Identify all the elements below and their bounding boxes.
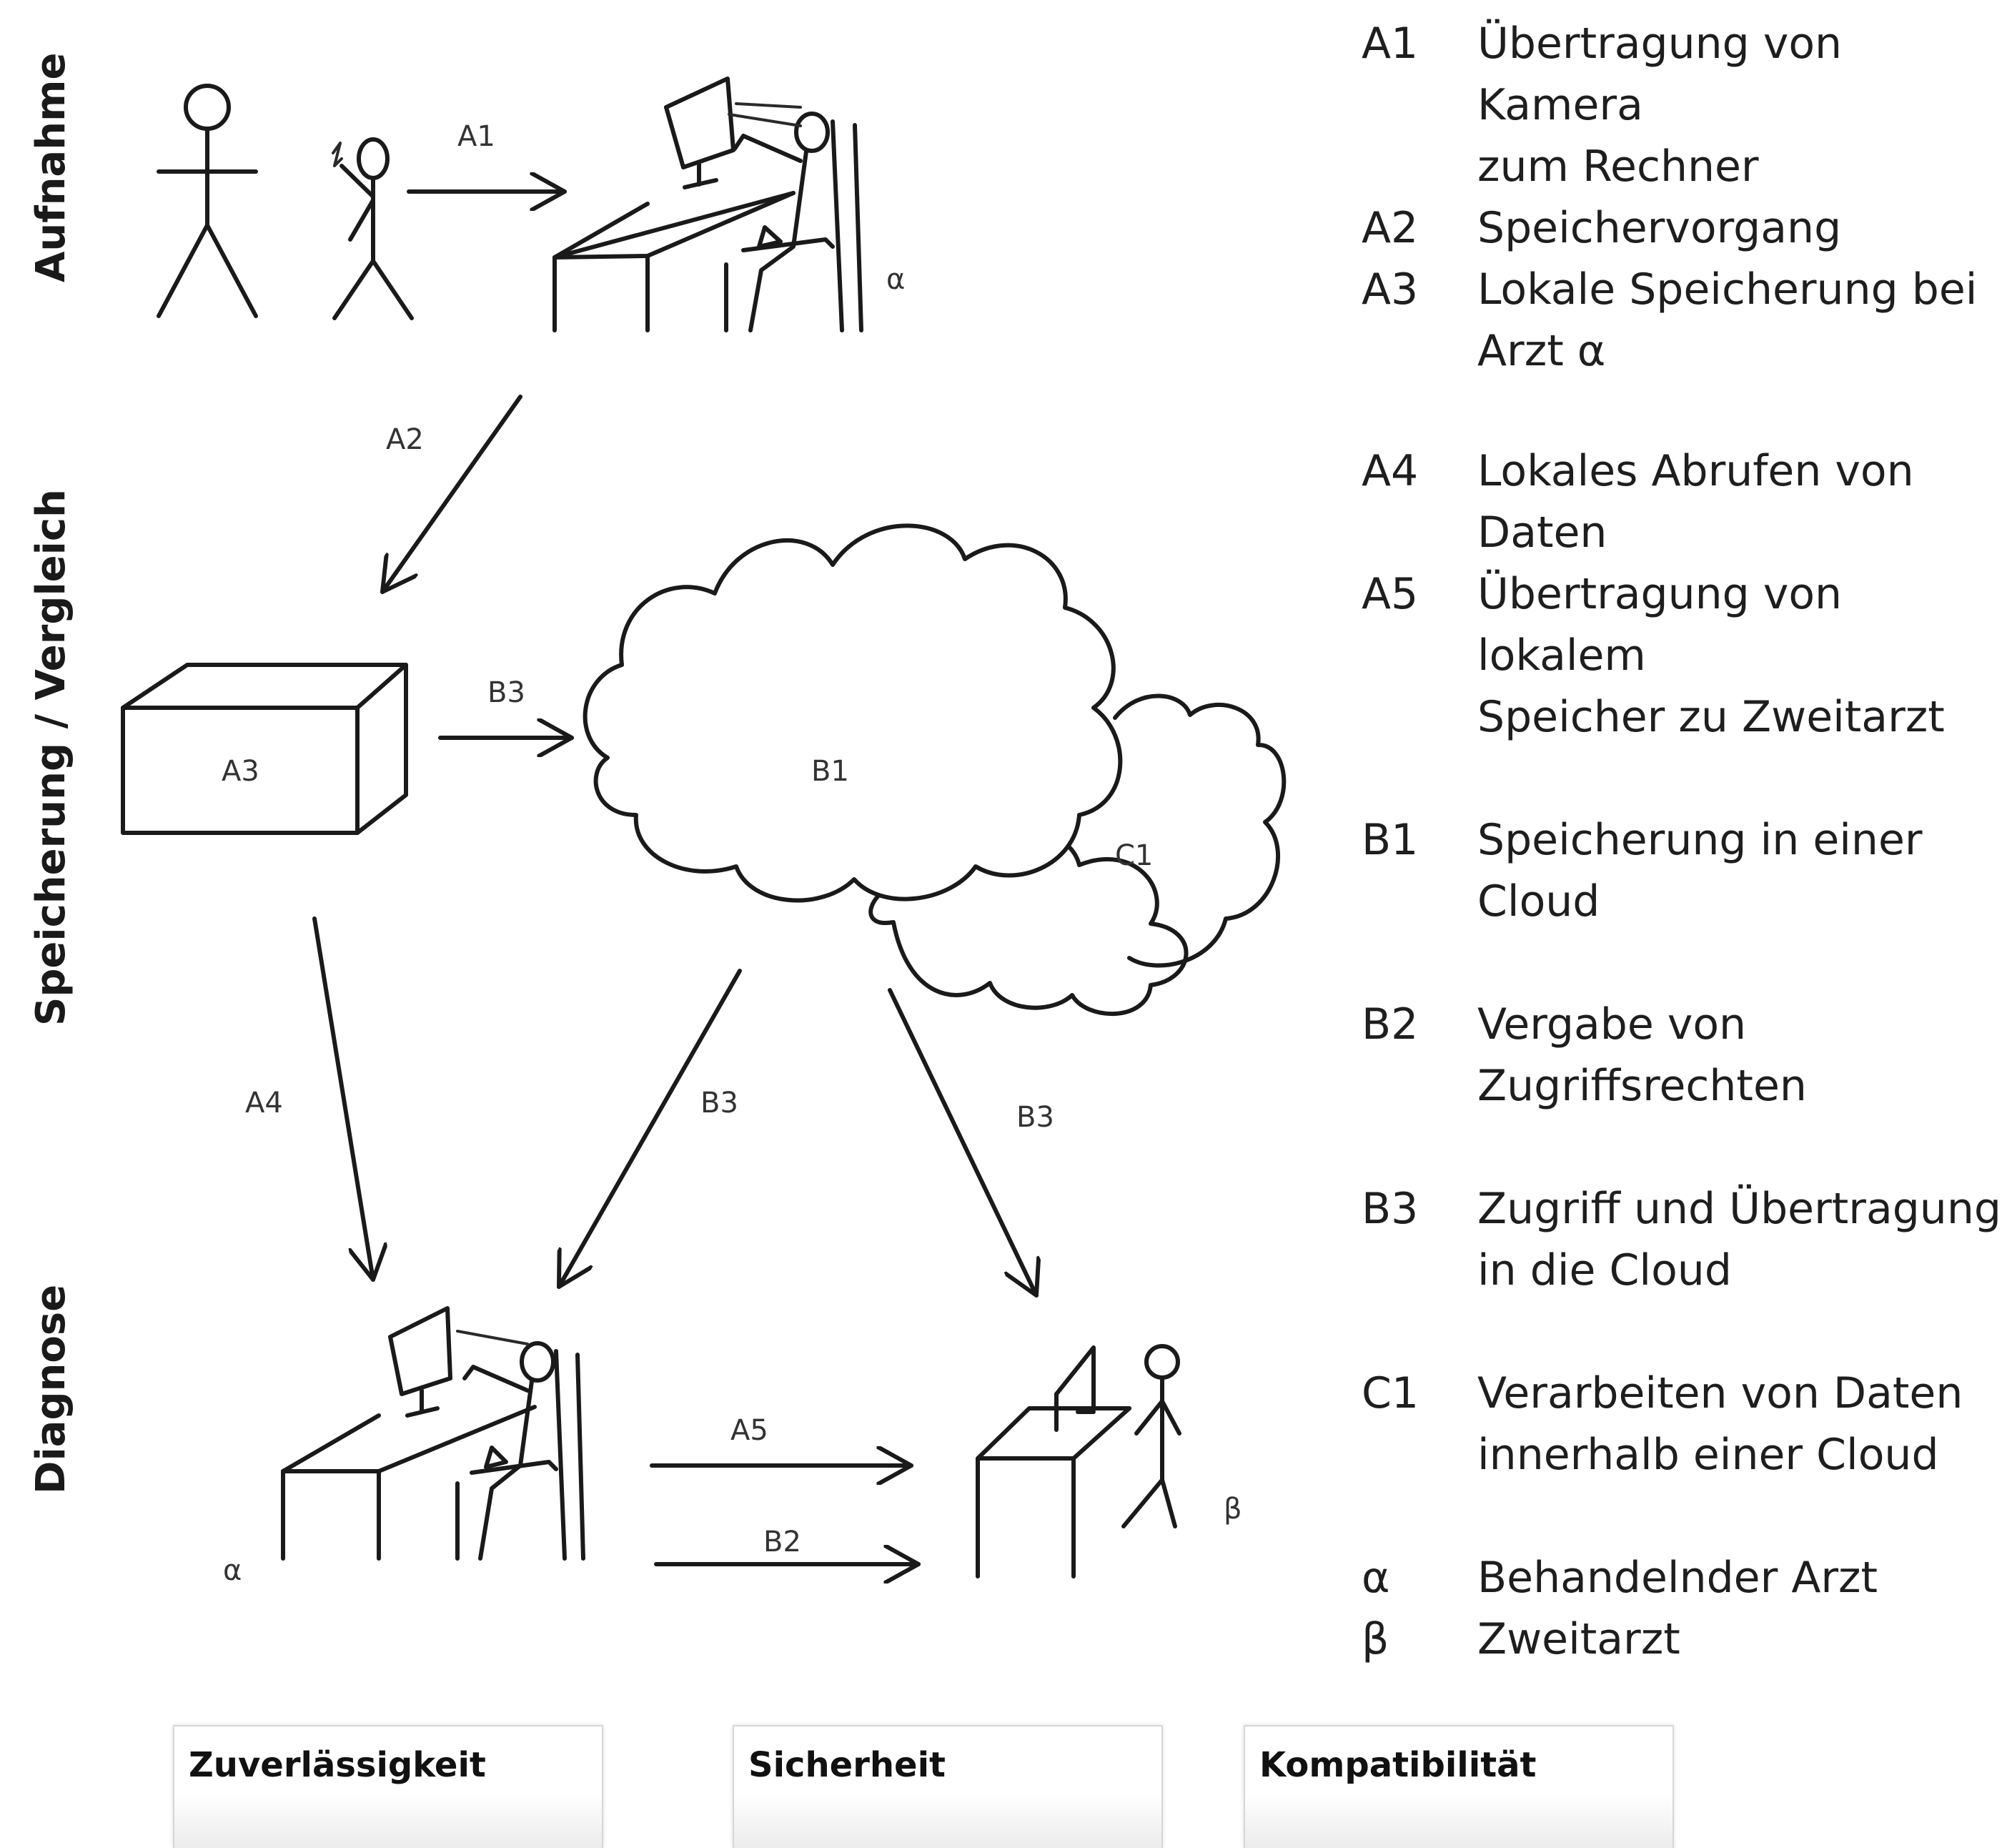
label-alpha-bottom: α bbox=[223, 1554, 242, 1587]
legend-text: Behandelnder Arzt bbox=[1477, 1553, 1878, 1603]
legend-item: A2 Speichervorgang bbox=[1362, 197, 2005, 259]
legend-code: B2 bbox=[1362, 999, 1419, 1049]
phase-label-diagnosis: Diagnose bbox=[28, 1285, 74, 1494]
cloud-c1-back bbox=[1113, 693, 1287, 968]
label-a4: A4 bbox=[245, 1087, 283, 1120]
legend-text: innerhalb einer Cloud bbox=[1477, 1430, 1939, 1480]
legend-code: A3 bbox=[1362, 265, 1419, 315]
legend: A1 Übertragung von Kamera zum Rechner A2 … bbox=[1362, 13, 2005, 1670]
category-label: Kompatibilität bbox=[1259, 1745, 1537, 1785]
legend-code: B3 bbox=[1362, 1184, 1419, 1234]
legend-text: Zweitarzt bbox=[1477, 1614, 1680, 1664]
legend-text: Daten bbox=[1477, 508, 1607, 558]
arrow-b3-to-doctor-beta bbox=[888, 988, 1036, 1298]
camera-icon bbox=[332, 142, 343, 167]
legend-text: Vergabe von bbox=[1477, 999, 1747, 1049]
label-beta: β bbox=[1224, 1493, 1242, 1526]
arrow-a2 bbox=[380, 395, 522, 594]
category-box-reliability: Zuverlässigkeit bbox=[173, 1725, 603, 1848]
category-label: Sicherheit bbox=[748, 1745, 946, 1785]
photographer-figure bbox=[332, 137, 414, 320]
label-a2: A2 bbox=[386, 423, 424, 456]
screen-line bbox=[456, 1330, 529, 1345]
label-a1: A1 bbox=[457, 120, 495, 153]
legend-text: Übertragung von Kamera bbox=[1477, 19, 1843, 130]
cloud-b1 bbox=[583, 523, 1123, 903]
legend-code: B1 bbox=[1362, 815, 1419, 865]
category-box-security: Sicherheit bbox=[733, 1725, 1163, 1848]
label-b3-right: B3 bbox=[1016, 1101, 1054, 1134]
legend-item: α Behandelnder Arzt bbox=[1362, 1547, 2005, 1609]
legend-text: in die Cloud bbox=[1477, 1245, 1732, 1295]
label-alpha-top: α bbox=[886, 263, 905, 296]
legend-code: A5 bbox=[1362, 569, 1419, 619]
legend-text: Speicher zu Zweitarzt bbox=[1477, 692, 1945, 742]
camera-cable-line bbox=[728, 102, 802, 127]
legend-code: A4 bbox=[1362, 446, 1419, 496]
local-storage-box bbox=[121, 663, 408, 835]
legend-text: Cloud bbox=[1477, 876, 1600, 927]
legend-code: α bbox=[1362, 1553, 1390, 1603]
legend-item: C1 Verarbeiten von Daten innerhalb einer … bbox=[1362, 1363, 2005, 1486]
legend-text: Speichervorgang bbox=[1477, 203, 1842, 253]
legend-text: Lokale Speicherung bei bbox=[1477, 265, 1978, 315]
legend-item: β Zweitarzt bbox=[1362, 1609, 2005, 1670]
doctor-alpha-workstation-bottom bbox=[281, 1306, 585, 1561]
patient-figure bbox=[157, 84, 258, 318]
legend-text: zum Rechner bbox=[1477, 142, 1759, 192]
doctor-beta-figure bbox=[1121, 1344, 1181, 1528]
label-a5: A5 bbox=[730, 1414, 768, 1447]
arrow-a4 bbox=[312, 916, 373, 1282]
legend-code: A1 bbox=[1362, 19, 1419, 69]
legend-text: Zugriff und Übertragung bbox=[1477, 1184, 2001, 1234]
label-b3-left: B3 bbox=[700, 1087, 738, 1120]
phase-label-storage: Speicherung / Vergleich bbox=[28, 489, 74, 1026]
legend-item: B3 Zugriff und Übertragung in die Cloud bbox=[1362, 1178, 2005, 1301]
label-c1: C1 bbox=[1115, 839, 1153, 872]
legend-text: Speicherung in einer bbox=[1477, 815, 1923, 865]
label-b1: B1 bbox=[811, 755, 849, 788]
legend-text: Verarbeiten von Daten bbox=[1477, 1368, 1963, 1418]
label-b2: B2 bbox=[763, 1526, 801, 1558]
arrow-b3-to-doctor-alpha bbox=[557, 969, 742, 1289]
legend-code: C1 bbox=[1362, 1368, 1419, 1418]
doctor-beta-workstation bbox=[976, 1345, 1131, 1578]
legend-text: Arzt α bbox=[1477, 326, 1606, 376]
doctor-alpha-workstation-top bbox=[552, 76, 863, 332]
label-a3: A3 bbox=[222, 755, 259, 788]
legend-text: Übertragung von lokalem bbox=[1477, 569, 1843, 681]
label-b3-storage: B3 bbox=[487, 676, 525, 709]
legend-item: A1 Übertragung von Kamera zum Rechner bbox=[1362, 13, 2005, 197]
legend-text: Lokales Abrufen von bbox=[1477, 446, 1914, 496]
phase-label-recording: Aufnahme bbox=[28, 53, 74, 282]
legend-code: A2 bbox=[1362, 203, 1419, 253]
legend-text: Zugriffsrechten bbox=[1477, 1061, 1807, 1111]
category-label: Zuverlässigkeit bbox=[189, 1745, 486, 1785]
legend-code: β bbox=[1362, 1614, 1389, 1664]
category-box-compatibility: Kompatibilität bbox=[1244, 1725, 1674, 1848]
